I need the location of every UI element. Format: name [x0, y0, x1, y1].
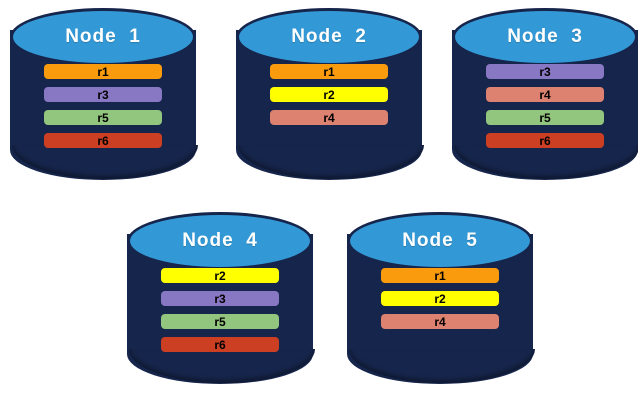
replica-label: r4 — [434, 314, 446, 329]
replica-bar[interactable]: r3 — [486, 64, 604, 79]
replica-label: r2 — [214, 268, 226, 283]
replica-label: r3 — [214, 291, 226, 306]
replica-bar[interactable]: r5 — [161, 314, 279, 329]
cylinder-top-ellipse — [127, 212, 313, 270]
replica-bar[interactable]: r2 — [270, 87, 388, 102]
replica-label: r4 — [539, 87, 551, 102]
replica-label: r6 — [214, 337, 226, 352]
replica-list: r2 r3 r5 r6 — [161, 268, 279, 360]
replica-label: r4 — [323, 110, 335, 125]
database-node-4[interactable]: Node 4 r2 r3 r5 r6 — [127, 212, 315, 390]
replica-bar[interactable]: r2 — [381, 291, 499, 306]
replica-label: r1 — [434, 268, 446, 283]
cylinder-bottom-shading — [238, 145, 424, 179]
replica-list: r1 r2 r4 — [381, 268, 499, 337]
replica-bar[interactable]: r5 — [44, 110, 162, 125]
replica-bar[interactable]: r1 — [44, 64, 162, 79]
node-title: Node 3 — [507, 26, 583, 47]
replica-list: r1 r3 r5 r6 — [44, 64, 162, 156]
replica-bar[interactable]: r5 — [486, 110, 604, 125]
replica-label: r3 — [97, 87, 109, 102]
node-title: Node 4 — [182, 230, 258, 251]
replica-bar[interactable]: r3 — [44, 87, 162, 102]
node-title: Node 2 — [291, 26, 367, 47]
replica-bar[interactable]: r2 — [161, 268, 279, 283]
replica-bar[interactable]: r1 — [381, 268, 499, 283]
database-node-3[interactable]: Node 3 r3 r4 r5 r6 — [452, 8, 638, 186]
replica-bar[interactable]: r3 — [161, 291, 279, 306]
replica-list: r3 r4 r5 r6 — [486, 64, 604, 156]
replica-label: r5 — [214, 314, 226, 329]
replica-bar[interactable]: r6 — [486, 133, 604, 148]
replica-list: r1 r2 r4 — [270, 64, 388, 133]
replica-label: r6 — [97, 133, 109, 148]
database-node-1[interactable]: Node 1 r1 r3 r5 r6 — [10, 8, 198, 186]
replica-bar[interactable]: r6 — [161, 337, 279, 352]
cylinder-bottom-shading — [349, 349, 535, 383]
replica-bar[interactable]: r4 — [270, 110, 388, 125]
replica-label: r5 — [97, 110, 109, 125]
replica-label: r5 — [539, 110, 551, 125]
database-node-2[interactable]: Node 2 r1 r2 r4 — [236, 8, 424, 186]
node-title: Node 5 — [402, 230, 478, 251]
replica-label: r1 — [97, 64, 109, 79]
node-title: Node 1 — [65, 26, 141, 47]
replica-bar[interactable]: r1 — [270, 64, 388, 79]
cylinder-top-ellipse — [347, 212, 533, 270]
replica-label: r1 — [323, 64, 335, 79]
replica-bar[interactable]: r4 — [486, 87, 604, 102]
replica-label: r3 — [539, 64, 551, 79]
replica-bar[interactable]: r6 — [44, 133, 162, 148]
database-node-5[interactable]: Node 5 r1 r2 r4 — [347, 212, 535, 390]
replica-bar[interactable]: r4 — [381, 314, 499, 329]
replica-label: r2 — [434, 291, 446, 306]
replica-label: r2 — [323, 87, 335, 102]
replica-label: r6 — [539, 133, 551, 148]
